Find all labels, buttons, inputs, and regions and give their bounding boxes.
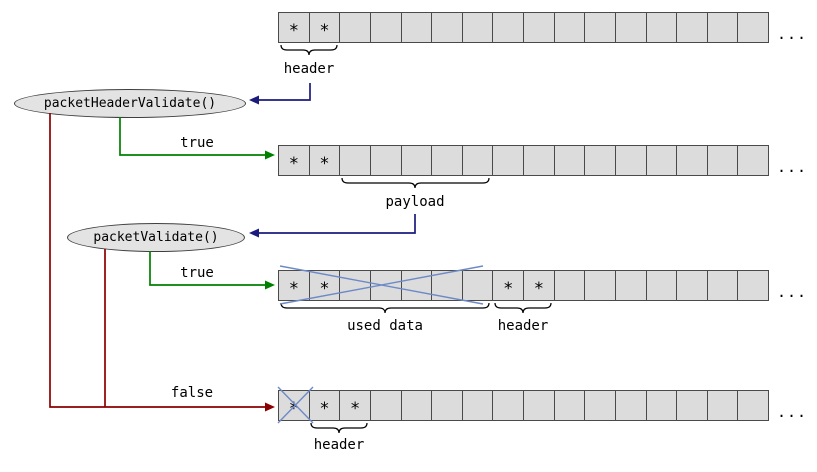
array-cell bbox=[553, 390, 586, 421]
edge-label-true-1: true bbox=[180, 135, 214, 151]
array-cell bbox=[492, 12, 524, 43]
array-cell bbox=[523, 390, 555, 421]
brace-used-data-row3 bbox=[280, 302, 490, 314]
array-cell bbox=[553, 270, 586, 301]
array-cell bbox=[676, 145, 708, 176]
array-cell: * bbox=[278, 145, 310, 176]
array-cell bbox=[461, 270, 494, 301]
label-header-row1: header bbox=[283, 61, 335, 77]
brace-header-row3 bbox=[494, 302, 552, 314]
array-cell bbox=[737, 145, 769, 176]
array-cell bbox=[400, 390, 433, 421]
arrowhead-payload-to-packetvalidate bbox=[249, 228, 259, 238]
array-cell bbox=[339, 12, 371, 43]
array-cell bbox=[584, 390, 616, 421]
array-cell bbox=[431, 270, 463, 301]
array-cell bbox=[645, 270, 678, 301]
array-cell bbox=[461, 390, 494, 421]
array-cell bbox=[369, 390, 402, 421]
array-cell: * bbox=[278, 12, 310, 43]
array-cell bbox=[431, 12, 463, 43]
label-header-row3: header bbox=[497, 318, 549, 334]
array-cell bbox=[369, 270, 402, 301]
array-cell bbox=[492, 145, 524, 176]
array-cell: * bbox=[492, 270, 524, 301]
node-packet-validate-label: packetValidate() bbox=[93, 230, 219, 245]
ellipsis-row-3: ... bbox=[777, 283, 808, 301]
array-cell bbox=[645, 145, 678, 176]
label-payload-row2: payload bbox=[385, 194, 445, 210]
array-cell bbox=[706, 270, 739, 301]
array-cell: * bbox=[278, 270, 310, 301]
ellipsis-row-1: ... bbox=[777, 25, 808, 43]
byte-array-row-2: ** bbox=[278, 145, 769, 176]
array-cell bbox=[339, 270, 371, 301]
array-cell: * bbox=[339, 390, 371, 421]
array-cell bbox=[400, 145, 433, 176]
array-cell bbox=[737, 12, 769, 43]
ellipsis-row-4: ... bbox=[777, 403, 808, 421]
array-cell: * bbox=[308, 270, 341, 301]
brace-payload-row2 bbox=[341, 177, 490, 189]
arrowhead-true-headervalidate bbox=[265, 150, 275, 160]
array-cell bbox=[676, 390, 708, 421]
array-cell bbox=[523, 12, 555, 43]
label-header-row4: header bbox=[313, 437, 365, 453]
edge-label-true-2: true bbox=[180, 265, 214, 281]
byte-array-row-4: *** bbox=[278, 390, 769, 421]
array-cell bbox=[369, 145, 402, 176]
node-packet-header-validate-label: packetHeaderValidate() bbox=[43, 96, 217, 111]
edge-header-to-packetheadervalidate bbox=[259, 83, 311, 101]
array-cell bbox=[706, 145, 739, 176]
array-cell bbox=[584, 270, 616, 301]
edge-label-false: false bbox=[170, 385, 214, 401]
array-cell bbox=[400, 270, 433, 301]
array-cell bbox=[614, 270, 647, 301]
edge-payload-to-packetvalidate bbox=[259, 214, 416, 234]
array-cell bbox=[614, 390, 647, 421]
array-cell bbox=[553, 145, 586, 176]
array-cell bbox=[369, 12, 402, 43]
array-cell bbox=[614, 145, 647, 176]
arrowhead-true-packetvalidate bbox=[265, 280, 275, 290]
byte-array-row-3: **** bbox=[278, 270, 769, 301]
array-cell bbox=[584, 12, 616, 43]
array-cell bbox=[523, 145, 555, 176]
array-cell bbox=[706, 390, 739, 421]
ellipsis-row-2: ... bbox=[777, 158, 808, 176]
array-cell bbox=[737, 270, 769, 301]
brace-header-row4 bbox=[310, 422, 368, 434]
array-cell: * bbox=[308, 145, 341, 176]
array-cell bbox=[339, 145, 371, 176]
node-packet-header-validate: packetHeaderValidate() bbox=[14, 89, 246, 118]
array-cell bbox=[400, 12, 433, 43]
array-cell bbox=[614, 12, 647, 43]
array-cell bbox=[706, 12, 739, 43]
arrowhead-header-to-packetheadervalidate bbox=[249, 95, 259, 105]
array-cell bbox=[461, 12, 494, 43]
node-packet-validate: packetValidate() bbox=[67, 223, 245, 252]
edge-false-shared bbox=[49, 113, 265, 408]
array-cell bbox=[737, 390, 769, 421]
array-cell bbox=[645, 12, 678, 43]
array-cell bbox=[645, 390, 678, 421]
array-cell bbox=[461, 145, 494, 176]
array-cell bbox=[431, 390, 463, 421]
label-used-data-row3: used data bbox=[347, 318, 423, 334]
byte-array-row-1: ** bbox=[278, 12, 769, 43]
array-cell bbox=[492, 390, 524, 421]
array-cell bbox=[431, 145, 463, 176]
array-cell bbox=[676, 12, 708, 43]
array-cell: * bbox=[523, 270, 555, 301]
brace-header-row1 bbox=[280, 44, 338, 56]
array-cell bbox=[676, 270, 708, 301]
array-cell: * bbox=[278, 390, 310, 421]
array-cell bbox=[584, 145, 616, 176]
arrowhead-false-shared bbox=[265, 402, 275, 412]
array-cell: * bbox=[308, 12, 341, 43]
array-cell bbox=[553, 12, 586, 43]
array-cell: * bbox=[308, 390, 341, 421]
